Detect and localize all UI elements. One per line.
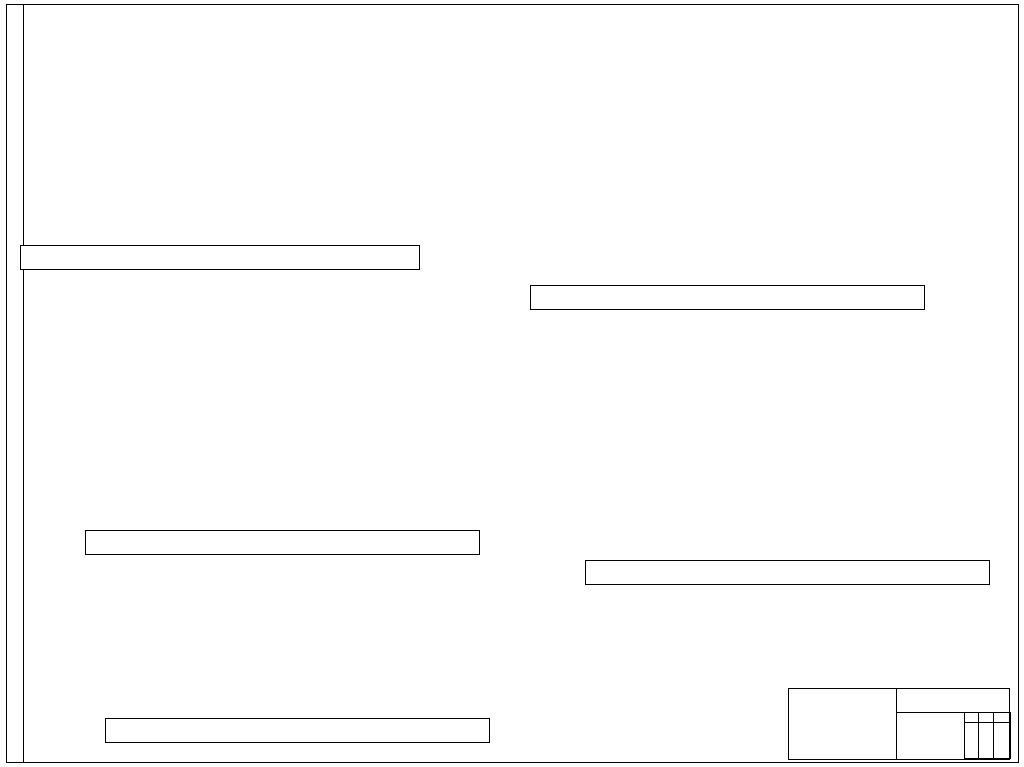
control-panel-bar [530, 285, 925, 310]
schematic-flow-control [15, 385, 495, 555]
lit-label [965, 713, 980, 723]
lit-sheet-grid [965, 713, 1011, 759]
sheet-label [979, 713, 994, 723]
sheet-value [979, 723, 994, 759]
schematic-gas-flow-pressure [20, 85, 420, 270]
title-block-left [789, 689, 897, 759]
control-panel-bar [105, 718, 490, 743]
sheets-label [993, 713, 1011, 723]
control-panel-bar [85, 530, 480, 555]
schematic-pressure-vacuum-level [465, 85, 970, 310]
schematic-valve-control-ignition [535, 408, 995, 585]
title-block [788, 688, 1011, 760]
document-number [897, 689, 1011, 713]
sheet-frame [6, 4, 1019, 763]
control-panel-bar [20, 245, 420, 270]
title-block-bottom [897, 713, 1011, 759]
title-block-right [897, 689, 1011, 759]
sheets-value [993, 723, 1011, 759]
drawing-title [897, 713, 965, 759]
control-panel-bar [585, 560, 990, 585]
lit-value [965, 723, 980, 759]
schematic-temperature-flame [45, 635, 495, 743]
